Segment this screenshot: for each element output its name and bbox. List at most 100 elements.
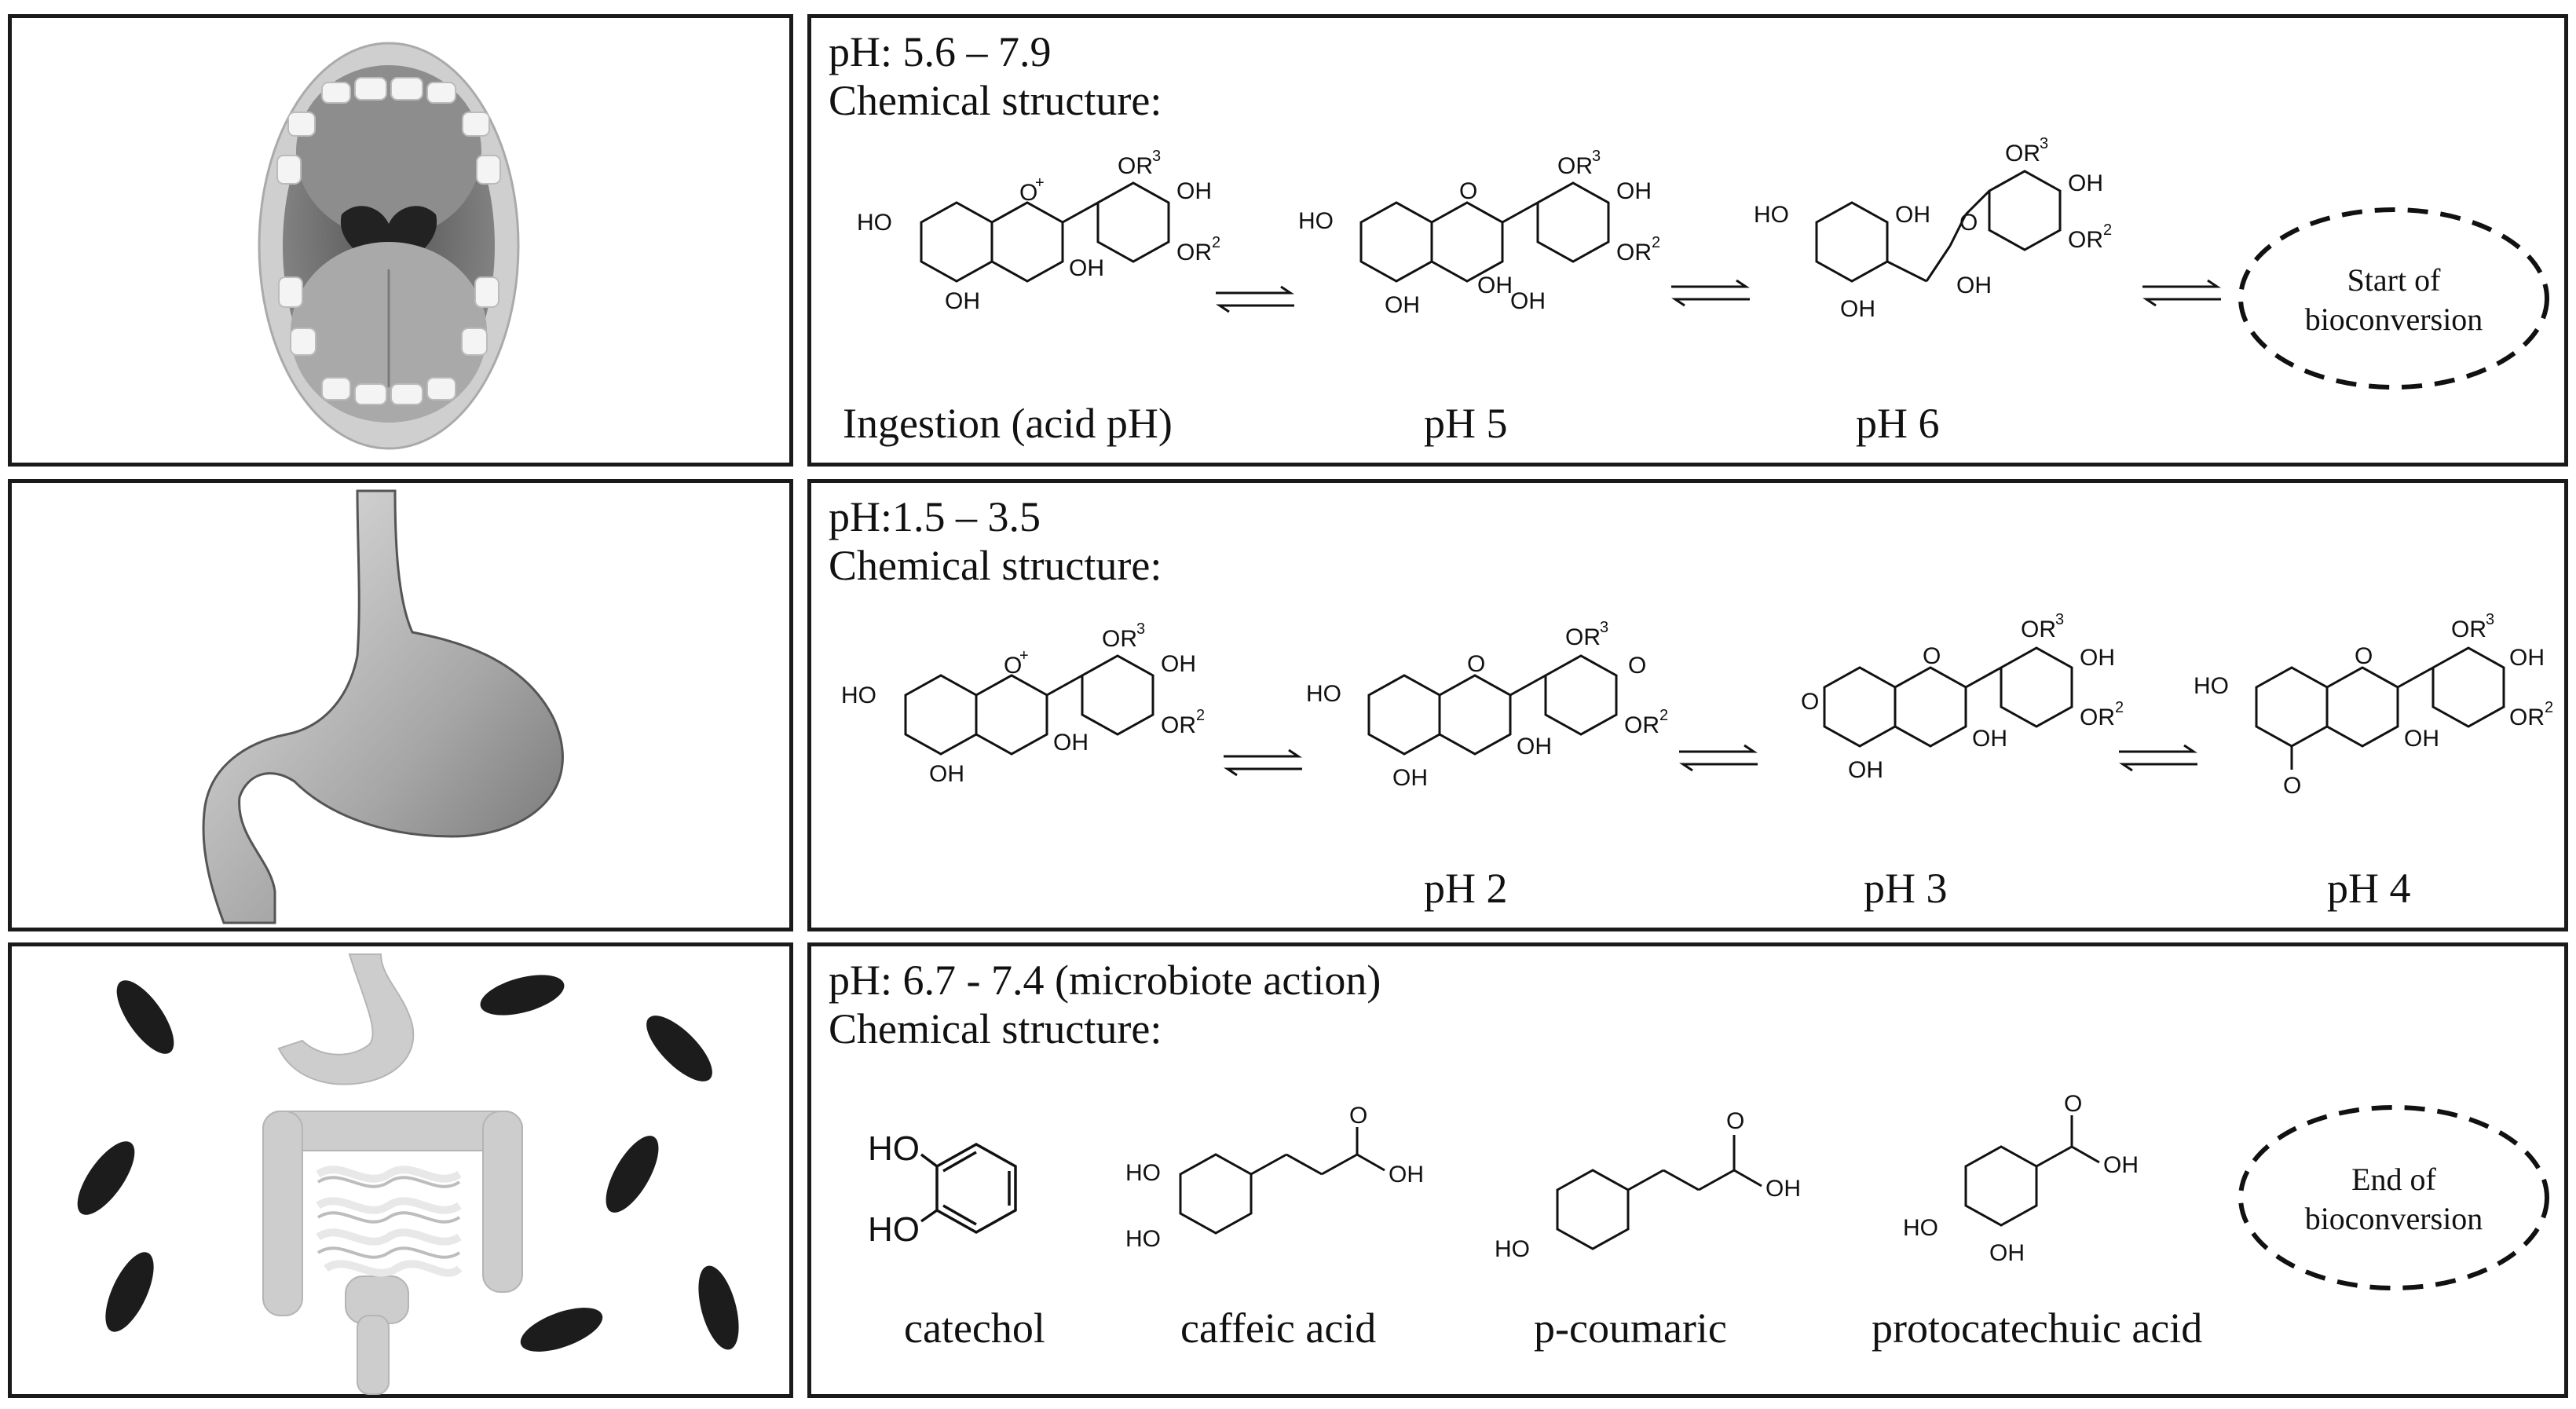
atom-label: O: [2283, 773, 2301, 799]
atom-label: O: [1004, 653, 1022, 679]
atom-label: OH: [1766, 1176, 1801, 1202]
atom-label: OH: [1895, 202, 1930, 228]
atom-label: HO: [868, 1210, 920, 1249]
superscript: 3: [1600, 619, 1608, 636]
structure-flavylium: HO O + OH OH OR 3 OH OR 2: [841, 620, 1205, 787]
structure-label: pH 3: [1864, 865, 1948, 912]
structure-label: pH 2: [1424, 865, 1508, 912]
superscript: 2: [2545, 699, 2553, 716]
atom-label: O: [1349, 1103, 1367, 1129]
structure-label: p-coumaric: [1534, 1305, 1727, 1352]
bacterium-icon: [77, 1141, 135, 1215]
atom-label: OH: [1385, 292, 1420, 318]
atom-label: HO: [1754, 202, 1789, 228]
atom-label: HO: [841, 683, 876, 708]
superscript: 2: [1212, 234, 1220, 251]
atom-label: OH: [1389, 1162, 1424, 1188]
superscript: 3: [1592, 148, 1601, 165]
ph-range: pH:1.5 – 3.5: [829, 493, 1041, 540]
atom-label: OR: [1565, 624, 1601, 650]
structure-label: catechol: [904, 1305, 1045, 1352]
atom-label: O: [1019, 180, 1037, 206]
end-bioconversion-oval: End of bioconversion: [2238, 1105, 2549, 1290]
structure-label: caffeic acid: [1180, 1305, 1377, 1352]
intestine-chemistry-panel: pH: 6.7 - 7.4 (microbiote action) Chemic…: [807, 942, 2568, 1398]
atom-label: O: [1959, 210, 1978, 236]
structure-quinoidal-5-keto: HO O OH O OR 3 OH OR 2: [2194, 611, 2553, 799]
atom-label: O: [2064, 1091, 2082, 1117]
bacterium-icon: [105, 1252, 154, 1332]
structure-chalcone: HO OH O OH OH OR 3 OH OR 2: [1754, 135, 2112, 322]
stomach-icon: [202, 489, 564, 924]
atom-label: OR: [1557, 153, 1593, 179]
atom-label: OH: [1848, 757, 1883, 783]
atom-label: OR: [1161, 712, 1196, 738]
atom-label: OH: [1517, 734, 1552, 759]
atom-label: OH: [1176, 178, 1212, 204]
atom-label: OH: [2103, 1152, 2139, 1178]
atom-label: OR: [1616, 240, 1652, 265]
atom-label: OR: [1118, 153, 1153, 179]
atom-label: OR: [2509, 704, 2545, 730]
structure-quinoidal-keto: O O OH OH OR 3 OH OR 2: [1801, 611, 2124, 783]
bacterium-icon: [698, 1265, 739, 1350]
atom-label: OH: [1069, 255, 1104, 281]
mouth-panel: [8, 14, 793, 467]
atom-label: OH: [1840, 296, 1875, 322]
intestine-bacteria-icon: [77, 953, 739, 1395]
bacterium-icon: [116, 980, 174, 1054]
atom-label: OH: [2080, 645, 2115, 671]
atom-label: O: [1467, 651, 1485, 677]
stomach-panel: [8, 479, 793, 931]
bacterium-icon: [646, 1016, 712, 1081]
structure-caffeic-acid: O OH HO HO: [1125, 1103, 1424, 1252]
ph-range: pH: 6.7 - 7.4 (microbiote action): [829, 957, 1381, 1004]
superscript: 3: [1152, 148, 1161, 165]
superscript: 2: [1659, 707, 1668, 724]
atom-label: OR: [2068, 227, 2103, 253]
atom-label: OR: [1624, 712, 1659, 738]
atom-label: OH: [2068, 170, 2103, 196]
equilibrium-arrow: [1224, 748, 1302, 777]
atom-label: OH: [2509, 645, 2545, 671]
stomach-chemistry-panel: pH:1.5 – 3.5 Chemical structure: HO O + …: [807, 479, 2568, 931]
bacterium-icon: [520, 1308, 603, 1352]
atom-label: OH: [2404, 726, 2439, 752]
atom-label: OH: [1392, 765, 1428, 791]
equilibrium-arrow: [1216, 285, 1294, 313]
structure-p-coumaric: O OH HO: [1495, 1108, 1801, 1262]
structure-hemiketal: HO O OH OH OH OR 3 OH OR 2: [1298, 148, 1660, 318]
mouth-icon: [258, 42, 520, 450]
superscript: 2: [1196, 707, 1205, 724]
structure-label: protocatechuic acid: [1872, 1305, 2203, 1352]
structure-label: Ingestion (acid pH): [843, 400, 1173, 447]
oval-line-1: Start of: [2347, 262, 2442, 298]
chemical-structure-title: Chemical structure:: [829, 77, 1162, 124]
chemical-structure-title: Chemical structure:: [829, 542, 1162, 589]
atom-label: OH: [1053, 730, 1089, 756]
superscript: 2: [1652, 234, 1660, 251]
atom-label: OH: [1616, 178, 1652, 204]
structure-label: pH 4: [2327, 865, 2411, 912]
equilibrium-arrow: [1679, 744, 1758, 772]
atom-label: HO: [2194, 673, 2229, 699]
structure-protocatechuic-acid: O OH HO OH: [1903, 1091, 2139, 1266]
charge-label: +: [1035, 174, 1045, 192]
atom-label: HO: [868, 1129, 920, 1168]
superscript: 3: [1136, 620, 1145, 638]
atom-label: O: [1628, 653, 1646, 679]
oval-line-2: bioconversion: [2305, 302, 2483, 337]
atom-label: O: [1923, 643, 1941, 669]
chemical-structure-title: Chemical structure:: [829, 1005, 1162, 1052]
superscript: 3: [2055, 611, 2064, 628]
bacterium-icon: [480, 975, 565, 1016]
intestine-panel: [8, 942, 793, 1398]
atom-label: OH: [1510, 288, 1546, 314]
superscript: 2: [2115, 699, 2124, 716]
atom-label: HO: [1306, 681, 1341, 707]
atom-label: HO: [1903, 1215, 1938, 1241]
atom-label: OR: [1176, 240, 1212, 265]
structure-quinoidal-base: HO O OH OH OR 3 O OR 2: [1306, 619, 1668, 791]
equilibrium-arrow: [2119, 744, 2197, 772]
atom-label: O: [1726, 1108, 1744, 1134]
